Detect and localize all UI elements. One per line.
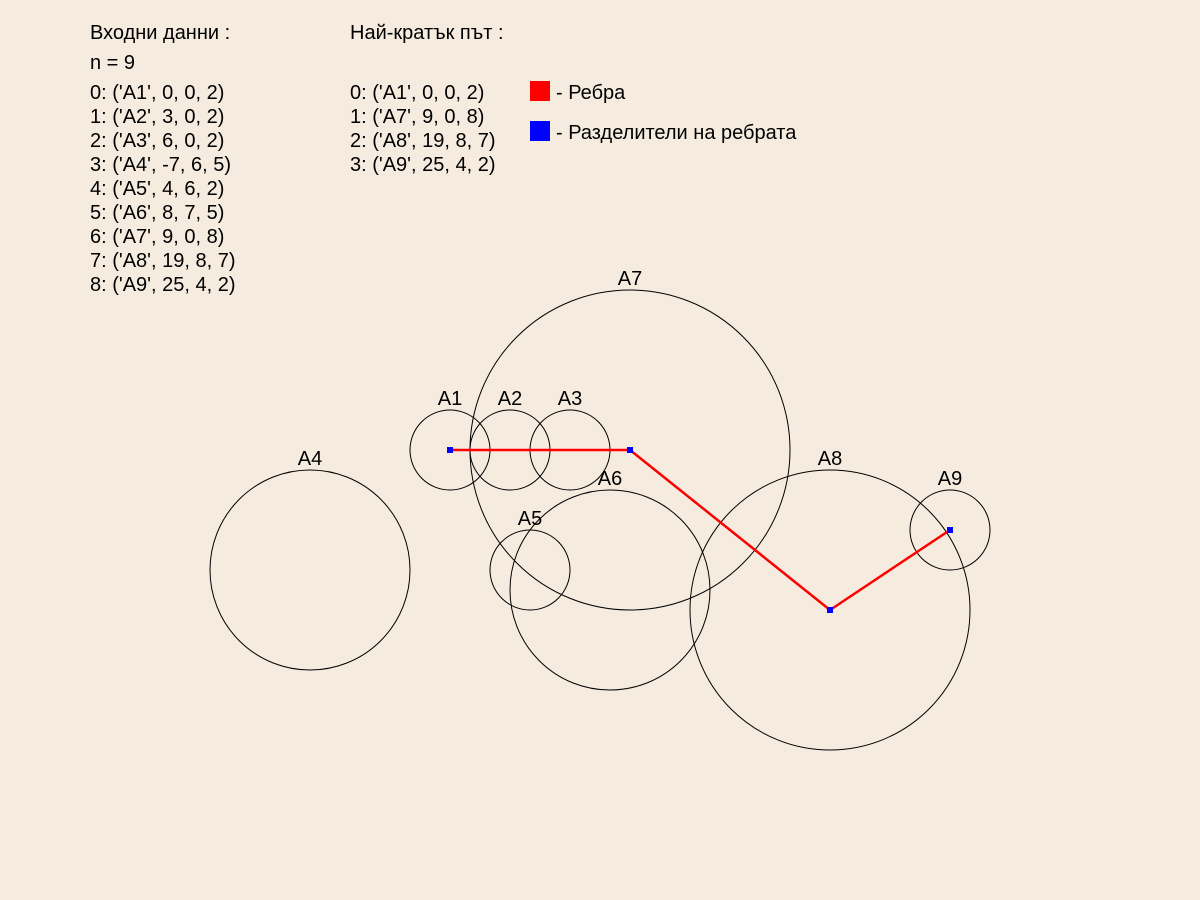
circle-a9 [909, 489, 991, 571]
path-edge-a8-a9 [829, 528, 951, 612]
circle-label-a4: A4 [298, 448, 322, 470]
path-item: 1: ('A7', 9, 0, 8) [350, 106, 485, 128]
circle-label-a7: A7 [618, 268, 642, 290]
path-item: 0: ('A1', 0, 0, 2) [350, 82, 485, 104]
path-item: 2: ('A8', 19, 8, 7) [350, 130, 496, 152]
separators-legend-label: - Разделители на ребрата [556, 122, 797, 144]
circle-a8 [689, 469, 971, 751]
input-item: 4: ('A5', 4, 6, 2) [90, 178, 225, 200]
path-item: 3: ('A9', 25, 4, 2) [350, 154, 496, 176]
input-n-label: n = 9 [90, 52, 136, 74]
circle-a5 [489, 529, 571, 611]
circle-label-a6: A6 [598, 468, 622, 490]
path-title: Най-кратък път : [350, 22, 504, 44]
edges-legend-label: - Ребра [556, 82, 626, 104]
circle-label-a3: A3 [558, 388, 582, 410]
input-item: 8: ('A9', 25, 4, 2) [90, 274, 236, 296]
circle-label-a5: A5 [518, 508, 542, 530]
circle-label-a2: A2 [498, 388, 522, 410]
input-item: 2: ('A3', 6, 0, 2) [90, 130, 225, 152]
circle-a6 [509, 489, 711, 691]
separator-point-a7 [627, 447, 633, 453]
separator-point-a1 [447, 447, 453, 453]
separator-point-a8 [827, 607, 833, 613]
path-edge-a7-a8 [629, 449, 831, 611]
circle-a4 [209, 469, 411, 671]
input-item: 1: ('A2', 3, 0, 2) [90, 106, 225, 128]
input-item: 5: ('A6', 8, 7, 5) [90, 202, 225, 224]
circle-label-a8: A8 [818, 448, 842, 470]
input-item: 6: ('A7', 9, 0, 8) [90, 226, 225, 248]
separator-point-a9 [947, 527, 953, 533]
input-title: Входни данни : [90, 22, 231, 44]
separators-swatch [530, 121, 550, 141]
edges-swatch [530, 81, 550, 101]
circle-label-a1: A1 [438, 388, 462, 410]
circle-label-a9: A9 [938, 468, 962, 490]
input-item: 7: ('A8', 19, 8, 7) [90, 250, 236, 272]
input-item: 3: ('A4', -7, 6, 5) [90, 154, 232, 176]
input-item: 0: ('A1', 0, 0, 2) [90, 82, 225, 104]
